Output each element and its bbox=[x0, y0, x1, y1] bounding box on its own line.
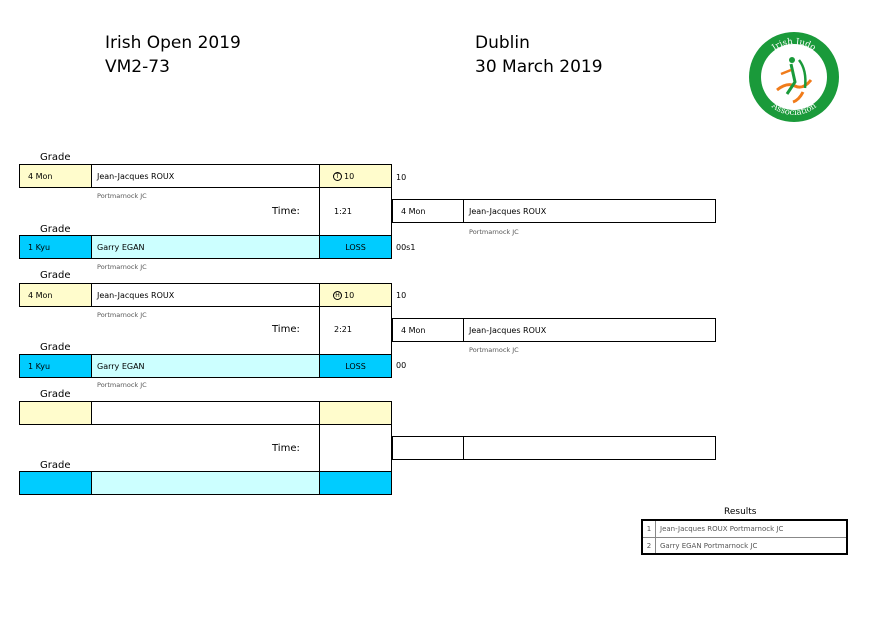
blue-name: Garry EGAN bbox=[91, 235, 320, 259]
results-table: 1 Jean-Jacques ROUX Portmarnock JC 2 Gar… bbox=[641, 519, 848, 555]
results-rank: 1 bbox=[643, 521, 656, 537]
white-grade: 4 Mon bbox=[19, 164, 92, 188]
blue-club: Portmarnock JC bbox=[97, 381, 147, 389]
winner-name bbox=[463, 436, 716, 460]
results-row: 2 Garry EGAN Portmarnock JC bbox=[643, 538, 846, 553]
grade-label: Grade bbox=[40, 224, 71, 235]
blue-grade: 1 Kyu bbox=[19, 354, 92, 378]
contest-time: 1:21 bbox=[334, 207, 352, 216]
results-title: Results bbox=[724, 507, 757, 517]
winner-grade: 4 Mon bbox=[392, 199, 464, 223]
blue-outcome: 00 bbox=[396, 361, 407, 370]
score-badge-icon: T bbox=[333, 171, 342, 181]
grade-label: Grade bbox=[40, 152, 71, 163]
results-row: 1 Jean-Jacques ROUX Portmarnock JC bbox=[643, 521, 846, 538]
white-club: Portmarnock JC bbox=[97, 311, 147, 319]
category-title: VM2-73 bbox=[105, 57, 170, 77]
contest-connector bbox=[319, 425, 392, 472]
white-score: T 10 bbox=[319, 164, 392, 188]
event-date: 30 March 2019 bbox=[475, 57, 603, 77]
results-rank: 2 bbox=[643, 538, 656, 553]
time-label: Time: bbox=[272, 324, 300, 335]
white-grade bbox=[19, 401, 92, 425]
white-club: Portmarnock JC bbox=[97, 192, 147, 200]
time-label: Time: bbox=[272, 206, 300, 217]
white-outcome: 10 bbox=[396, 291, 407, 300]
grade-label: Grade bbox=[40, 460, 71, 471]
grade-label: Grade bbox=[40, 342, 71, 353]
blue-score: LOSS bbox=[319, 235, 392, 259]
contest-connector bbox=[319, 307, 392, 354]
white-grade: 4 Mon bbox=[19, 283, 92, 307]
winner-name: Jean-Jacques ROUX bbox=[463, 199, 716, 223]
contest-connector bbox=[319, 188, 392, 235]
winner-grade bbox=[392, 436, 464, 460]
grade-label: Grade bbox=[40, 270, 71, 281]
event-location: Dublin bbox=[475, 33, 530, 53]
white-name: Jean-Jacques ROUX bbox=[91, 283, 320, 307]
time-label: Time: bbox=[272, 443, 300, 454]
white-name: Jean-Jacques ROUX bbox=[91, 164, 320, 188]
contest-time: 2:21 bbox=[334, 325, 352, 334]
blue-score: LOSS bbox=[319, 354, 392, 378]
blue-grade: 1 Kyu bbox=[19, 235, 92, 259]
event-title: Irish Open 2019 bbox=[105, 33, 241, 53]
blue-name bbox=[91, 471, 320, 495]
winner-grade: 4 Mon bbox=[392, 318, 464, 342]
winner-name: Jean-Jacques ROUX bbox=[463, 318, 716, 342]
winner-club: Portmarnock JC bbox=[469, 346, 519, 354]
white-name bbox=[91, 401, 320, 425]
irish-judo-association-logo: Irish Judo Association bbox=[749, 32, 839, 122]
white-score-value: 10 bbox=[344, 290, 355, 300]
blue-score bbox=[319, 471, 392, 495]
white-score bbox=[319, 401, 392, 425]
white-outcome: 10 bbox=[396, 173, 407, 182]
blue-grade bbox=[19, 471, 92, 495]
blue-club: Portmarnock JC bbox=[97, 263, 147, 271]
results-text: Jean-Jacques ROUX Portmarnock JC bbox=[660, 525, 784, 533]
score-badge-icon: H bbox=[333, 290, 342, 300]
results-text: Garry EGAN Portmarnock JC bbox=[660, 541, 758, 550]
winner-club: Portmarnock JC bbox=[469, 228, 519, 236]
grade-label: Grade bbox=[40, 389, 71, 400]
white-score-value: 10 bbox=[344, 171, 355, 181]
white-score: H 10 bbox=[319, 283, 392, 307]
blue-name: Garry EGAN bbox=[91, 354, 320, 378]
blue-outcome: 00s1 bbox=[396, 243, 416, 252]
